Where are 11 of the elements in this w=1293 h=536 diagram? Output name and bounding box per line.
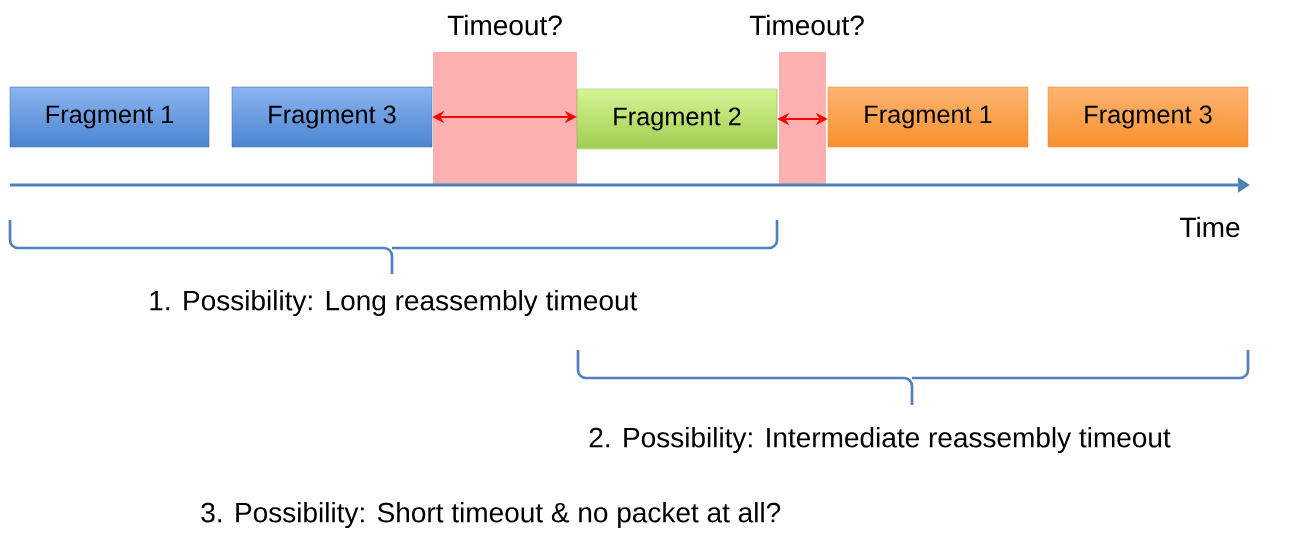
timeout-label: Timeout? — [447, 14, 562, 36]
fragment-box: Fragment 2 — [576, 88, 778, 150]
timeout-label: Timeout? — [749, 14, 864, 36]
possibility-caption: 1. Possibility: Long reassembly timeout — [150, 289, 638, 317]
fragment-box: Fragment 1 — [827, 86, 1029, 148]
possibility-caption: 3. Possibility: Short timeout & no packet at all? — [201, 501, 781, 529]
time-label: Time — [1180, 216, 1240, 238]
fragment-box: Fragment 3 — [231, 86, 433, 148]
possibility-caption: 2. Possibility: Intermediate reassembly timeout — [589, 426, 1171, 454]
fragment-box: Fragment 1 — [9, 86, 210, 148]
fragment-box: Fragment 3 — [1047, 86, 1249, 148]
